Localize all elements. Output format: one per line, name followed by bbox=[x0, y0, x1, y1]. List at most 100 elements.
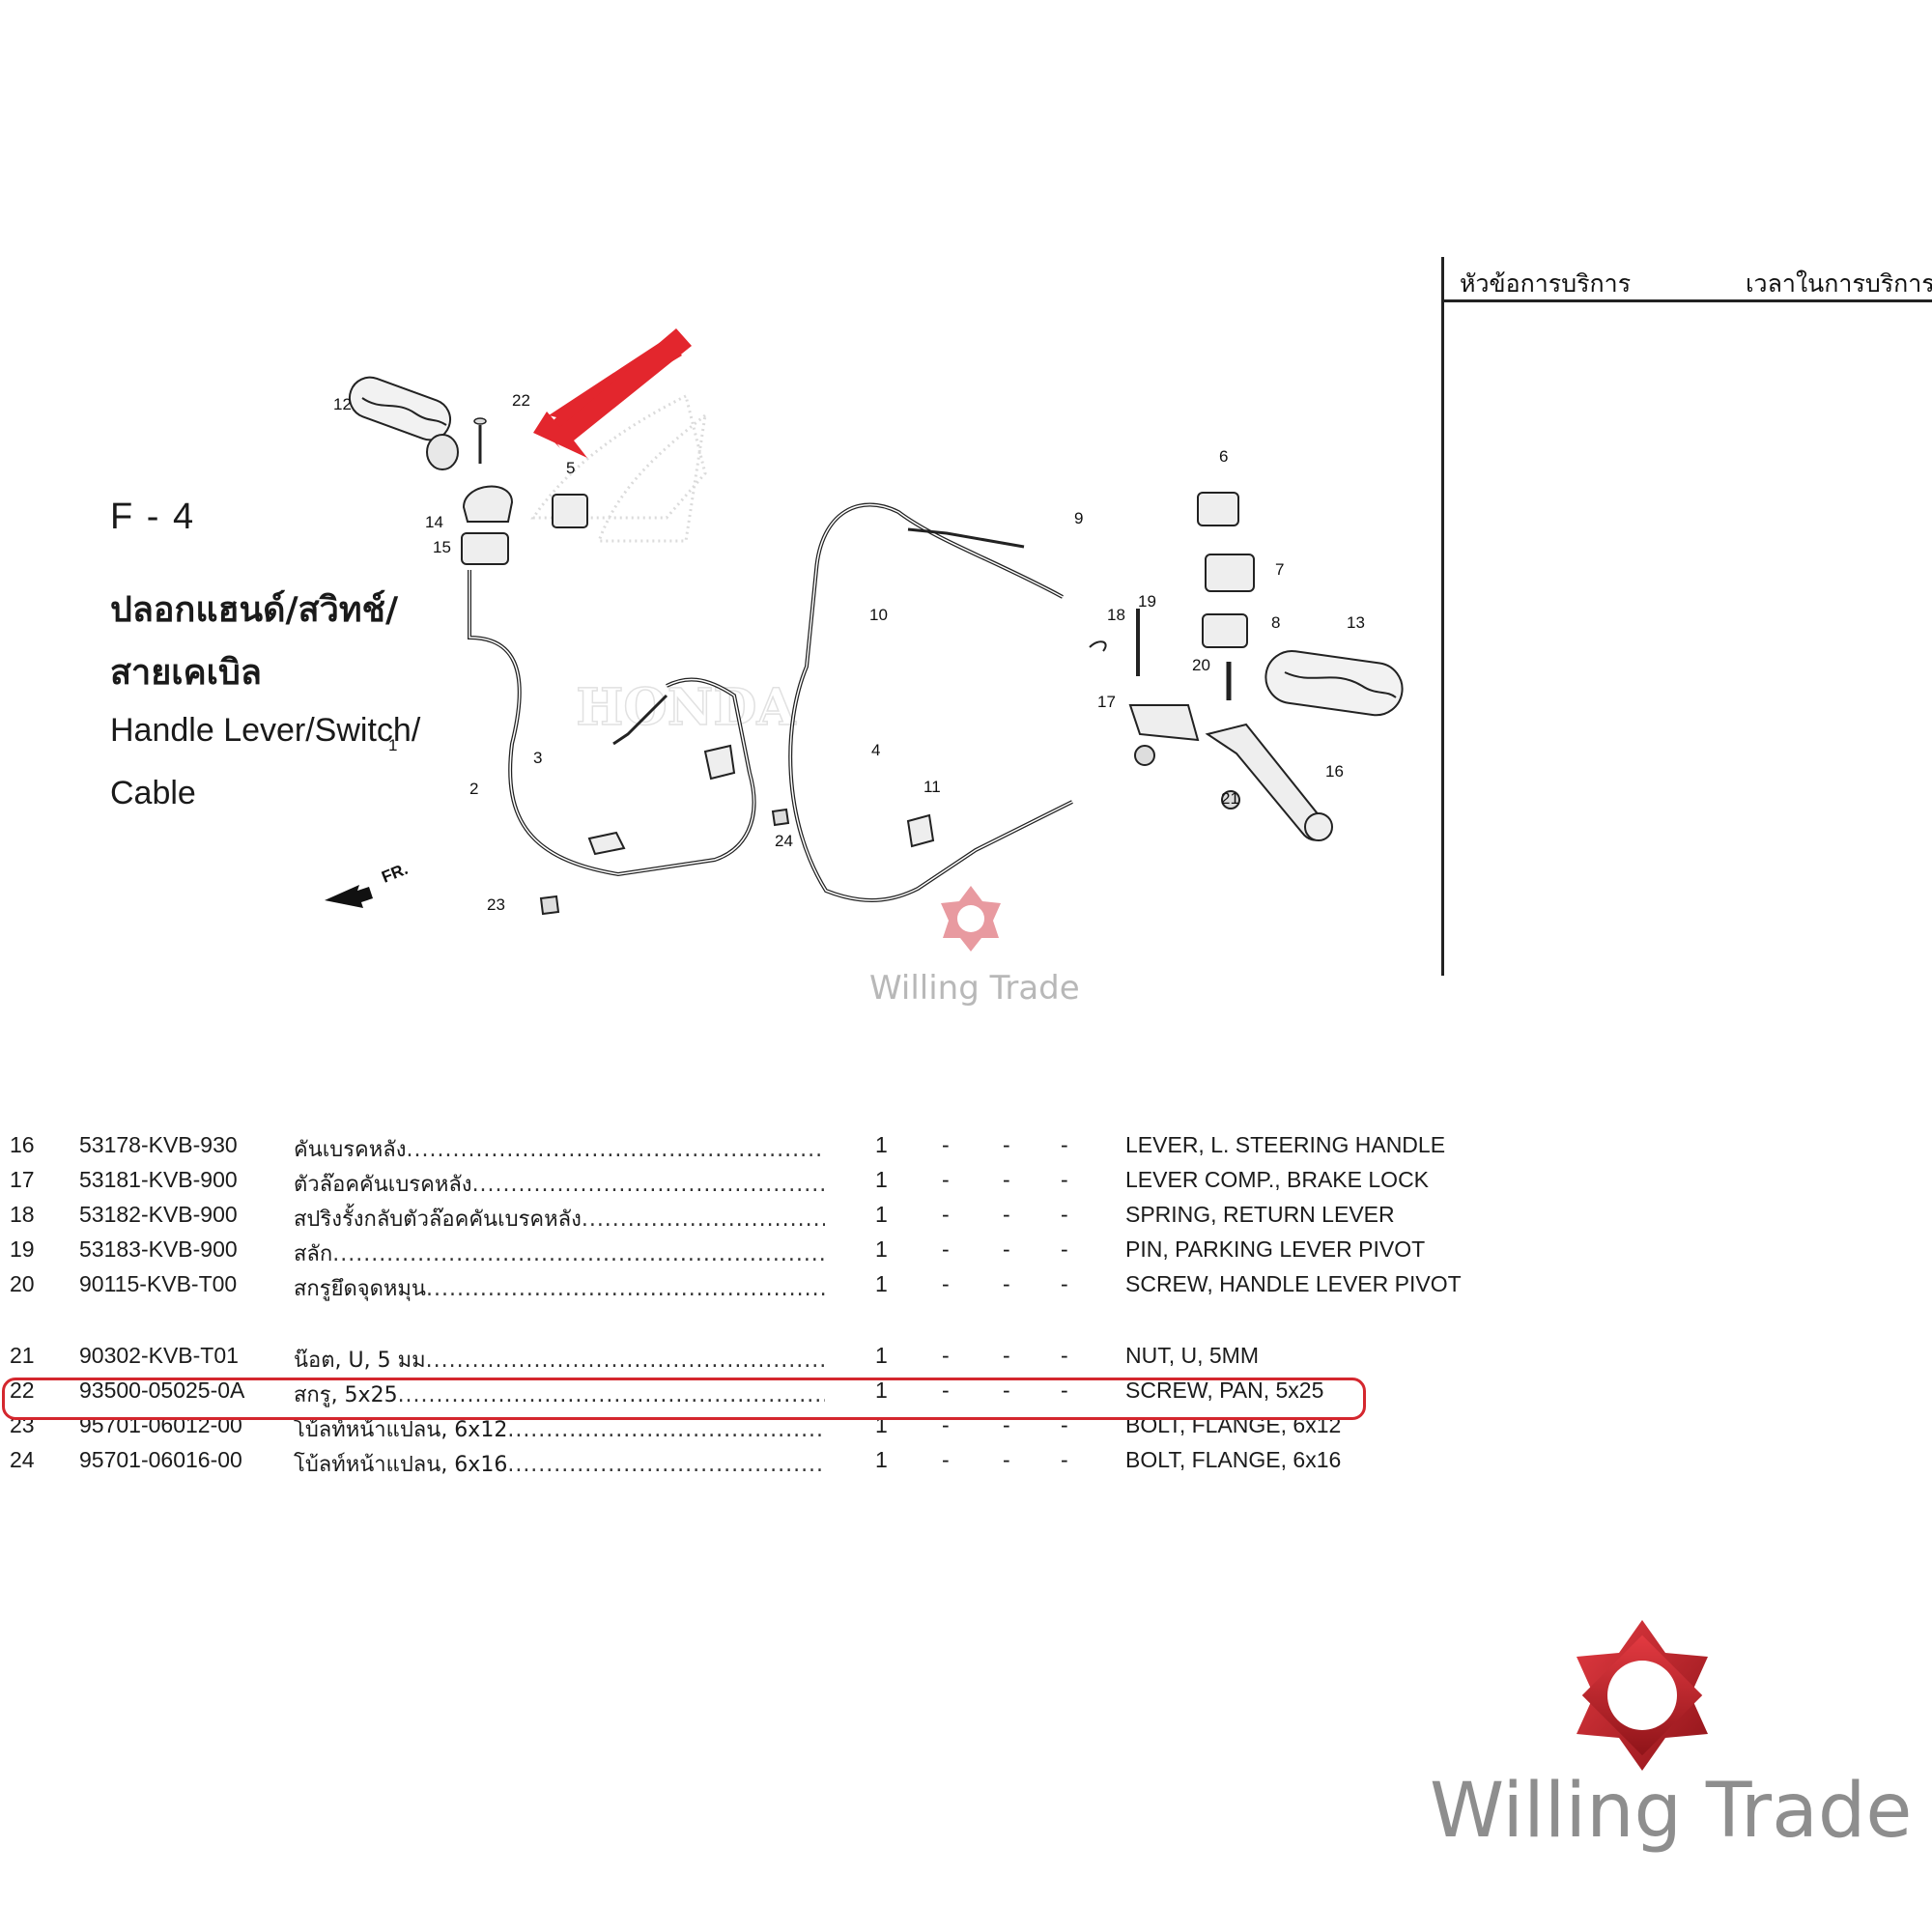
callout-15: 15 bbox=[433, 538, 451, 556]
quantity: 1 bbox=[875, 1378, 888, 1403]
part-name-th-text: คันเบรคหลัง bbox=[294, 1138, 407, 1162]
variant-1: - bbox=[942, 1167, 950, 1192]
part-name-en: SCREW, HANDLE LEVER PIVOT bbox=[1125, 1271, 1462, 1296]
callout-8: 8 bbox=[1271, 613, 1280, 632]
callout-16: 16 bbox=[1325, 762, 1344, 781]
variant-2: - bbox=[1003, 1271, 1010, 1296]
part-name-th-text: น๊อต, U, 5 มม bbox=[294, 1349, 426, 1373]
left-grip-part bbox=[348, 376, 459, 470]
bracket-2-part bbox=[587, 831, 626, 856]
ref-number: 24 bbox=[10, 1447, 35, 1472]
switch-5-part bbox=[552, 494, 588, 528]
part-name-th: โบ้ลท์หน้าแปลน, 6x16....................… bbox=[294, 1447, 825, 1481]
part-name-th: น๊อต, U, 5 มม...........................… bbox=[294, 1343, 825, 1377]
part-name-en: LEVER, L. STEERING HANDLE bbox=[1125, 1132, 1446, 1157]
part-name-en: BOLT, FLANGE, 6x12 bbox=[1125, 1412, 1342, 1437]
bracket-3-part bbox=[703, 744, 736, 781]
part-number: 53182-KVB-900 bbox=[79, 1202, 238, 1227]
service-panel-header: หัวข้อการบริการ เวลาในการบริการ bbox=[1444, 257, 1932, 302]
variant-1: - bbox=[942, 1378, 950, 1403]
quantity: 1 bbox=[875, 1132, 888, 1157]
callout-12: 12 bbox=[333, 395, 352, 413]
callout-5: 5 bbox=[566, 459, 575, 477]
callout-2: 2 bbox=[469, 780, 478, 798]
callout-4: 4 bbox=[871, 741, 880, 759]
cable-end-part bbox=[612, 694, 668, 746]
variant-3: - bbox=[1061, 1378, 1068, 1403]
dot-leader: ........................................… bbox=[581, 1208, 825, 1232]
dot-leader: ........................................… bbox=[425, 1277, 825, 1301]
variant-3: - bbox=[1061, 1132, 1068, 1157]
service-topic-label: หัวข้อการบริการ bbox=[1460, 270, 1632, 298]
switch-8-part bbox=[1202, 613, 1248, 648]
exploded-parts-diagram: HONDA bbox=[325, 328, 1404, 916]
callout-20: 20 bbox=[1192, 656, 1210, 674]
part-number: 93500-05025-0A bbox=[79, 1378, 245, 1403]
part-name-th: คันเบรคหลัง.............................… bbox=[294, 1132, 825, 1166]
willing-trade-logo-small-icon bbox=[941, 886, 1001, 952]
variant-1: - bbox=[942, 1412, 950, 1437]
bolt-24-part bbox=[771, 808, 790, 827]
part-number: 95701-06016-00 bbox=[79, 1447, 242, 1472]
variant-3: - bbox=[1061, 1236, 1068, 1262]
callout-10: 10 bbox=[869, 606, 888, 624]
dot-leader: ........................................… bbox=[507, 1453, 825, 1477]
callout-24: 24 bbox=[775, 832, 793, 850]
willing-trade-text-small: Willing Trade bbox=[869, 969, 1080, 1008]
part-name-th: ตัวล๊อคคันเบรคหลัง......................… bbox=[294, 1167, 825, 1201]
callout-17: 17 bbox=[1097, 693, 1116, 711]
part-name-en: BOLT, FLANGE, 6x16 bbox=[1125, 1447, 1342, 1472]
callout-7: 7 bbox=[1275, 560, 1284, 579]
part-name-th: สกรูยึดจุดหมุน..........................… bbox=[294, 1271, 825, 1305]
callout-9: 9 bbox=[1074, 509, 1083, 527]
variant-2: - bbox=[1003, 1412, 1010, 1437]
part-name-en: PIN, PARKING LEVER PIVOT bbox=[1125, 1236, 1426, 1262]
willing-trade-text: Willing Trade bbox=[1430, 1768, 1913, 1855]
ref-number: 18 bbox=[10, 1202, 35, 1227]
dot-leader: ........................................… bbox=[406, 1138, 826, 1162]
part-name-th: สกรู, 5x25..............................… bbox=[294, 1378, 825, 1411]
dot-leader: ........................................… bbox=[397, 1383, 825, 1407]
quantity: 1 bbox=[875, 1167, 888, 1192]
quantity: 1 bbox=[875, 1343, 888, 1368]
variant-3: - bbox=[1061, 1202, 1068, 1227]
honda-wing-watermark: HONDA bbox=[530, 393, 797, 738]
right-grip-part bbox=[1264, 650, 1404, 717]
part-name-en: SPRING, RETURN LEVER bbox=[1125, 1202, 1395, 1227]
part-number: 53178-KVB-930 bbox=[79, 1132, 238, 1157]
highlighted-row-outline bbox=[2, 1378, 1366, 1420]
lever-17-part bbox=[1128, 704, 1200, 742]
part-name-th: สปริงรั้งกลับตัวล๊อคคันเบรคหลัง.........… bbox=[294, 1202, 825, 1236]
callout-19: 19 bbox=[1138, 592, 1156, 611]
callout-3: 3 bbox=[533, 749, 542, 767]
switch-housing-parts bbox=[461, 485, 514, 565]
part-name-th-text: สปริงรั้งกลับตัวล๊อคคันเบรคหลัง bbox=[294, 1208, 582, 1232]
section-code: F - 4 bbox=[110, 497, 196, 537]
part-name-th: สลัก....................................… bbox=[294, 1236, 825, 1270]
ref-number: 21 bbox=[10, 1343, 35, 1368]
callout-1: 1 bbox=[388, 736, 397, 754]
section-title-en-line1: Handle Lever/Switch/ bbox=[110, 712, 421, 749]
callout-14: 14 bbox=[425, 513, 443, 531]
quantity: 1 bbox=[875, 1271, 888, 1296]
service-panel: หัวข้อการบริการ เวลาในการบริการ bbox=[1441, 257, 1932, 976]
variant-2: - bbox=[1003, 1378, 1010, 1403]
table-row: 18 53182-KVB-900 สปริงรั้งกลับตัวล๊อคคันเบ… bbox=[0, 1202, 1546, 1236]
part-number: 95701-06012-00 bbox=[79, 1412, 242, 1437]
variant-1: - bbox=[942, 1447, 950, 1472]
part-number: 53183-KVB-900 bbox=[79, 1236, 238, 1262]
variant-3: - bbox=[1061, 1447, 1068, 1472]
dot-leader: ........................................… bbox=[425, 1349, 825, 1373]
callout-13: 13 bbox=[1347, 613, 1365, 632]
variant-1: - bbox=[942, 1271, 950, 1296]
callout-21: 21 bbox=[1221, 789, 1239, 808]
brand-mark-text: HONDA bbox=[576, 678, 796, 737]
callout-6: 6 bbox=[1219, 447, 1228, 466]
variant-3: - bbox=[1061, 1271, 1068, 1296]
